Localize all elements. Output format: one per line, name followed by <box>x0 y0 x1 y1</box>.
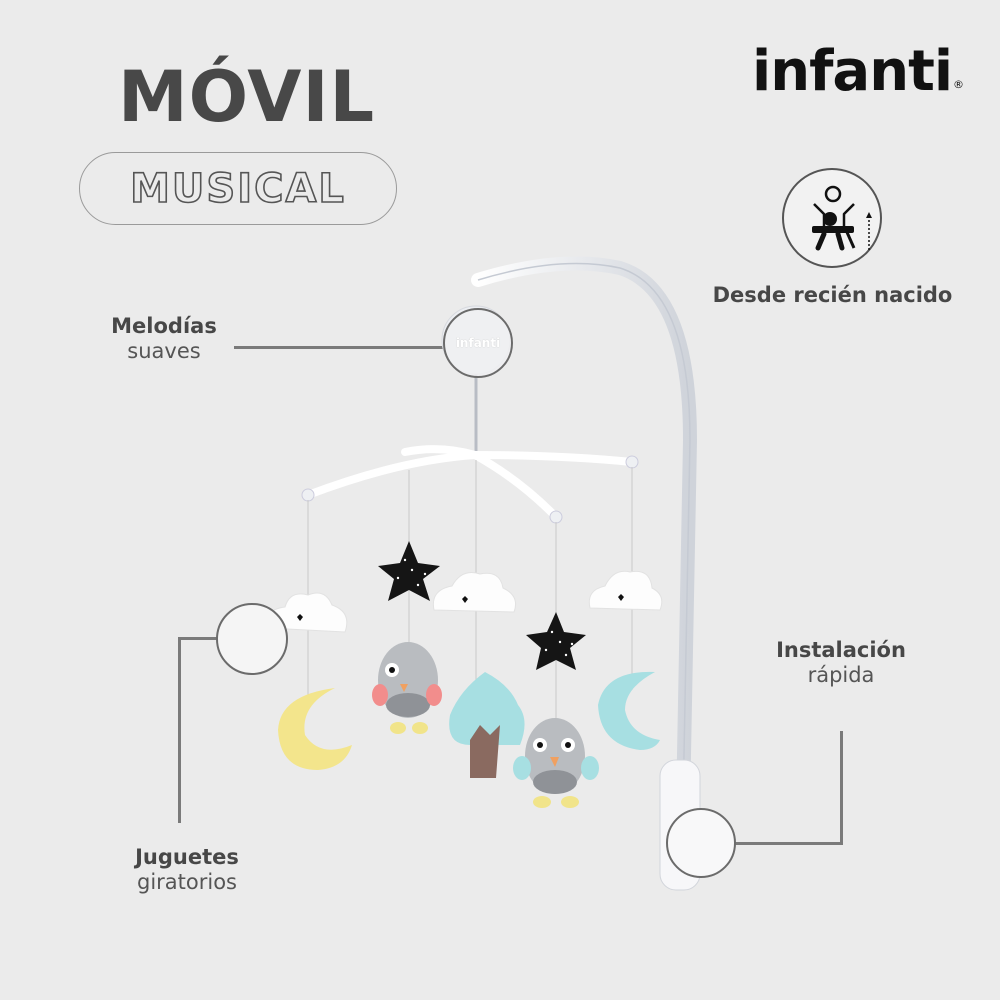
clamp-magnifier <box>666 808 736 878</box>
feature-bold: Instalación <box>776 638 906 662</box>
registered-mark: ® <box>953 78 964 91</box>
toys-magnifier <box>216 603 288 675</box>
feature-light: rápida <box>807 663 875 688</box>
feature-juguetes: Juguetes giratorios <box>110 845 264 895</box>
feature-light: suaves <box>127 339 201 364</box>
age-label: Desde recién nacido <box>712 283 953 307</box>
feature-instalacion: Instalación rápida <box>752 638 930 688</box>
feature-light: giratorios <box>136 870 237 895</box>
feature-melodias: Melodías suaves <box>96 314 232 364</box>
page-title: MÓVIL <box>118 56 376 138</box>
callout-line-juguetes-h <box>178 637 218 640</box>
feature-bold: Melodías <box>111 314 217 338</box>
feature-bold: Juguetes <box>135 845 239 869</box>
baby-age-icon <box>782 168 882 268</box>
music-box-magnifier: infanti <box>443 308 513 378</box>
callout-line-instalacion-h <box>735 842 843 845</box>
subtitle-pill: MUSICAL <box>79 152 397 225</box>
callout-line-juguetes-v <box>178 637 181 823</box>
brand-logo: infanti® <box>752 44 964 100</box>
subtitle-text: MUSICAL <box>129 165 346 213</box>
callout-line-melodias <box>234 346 444 349</box>
music-box-brand: infanti <box>455 336 501 350</box>
callout-line-instalacion-v <box>840 731 843 845</box>
brand-logo-text: infanti <box>752 39 953 104</box>
